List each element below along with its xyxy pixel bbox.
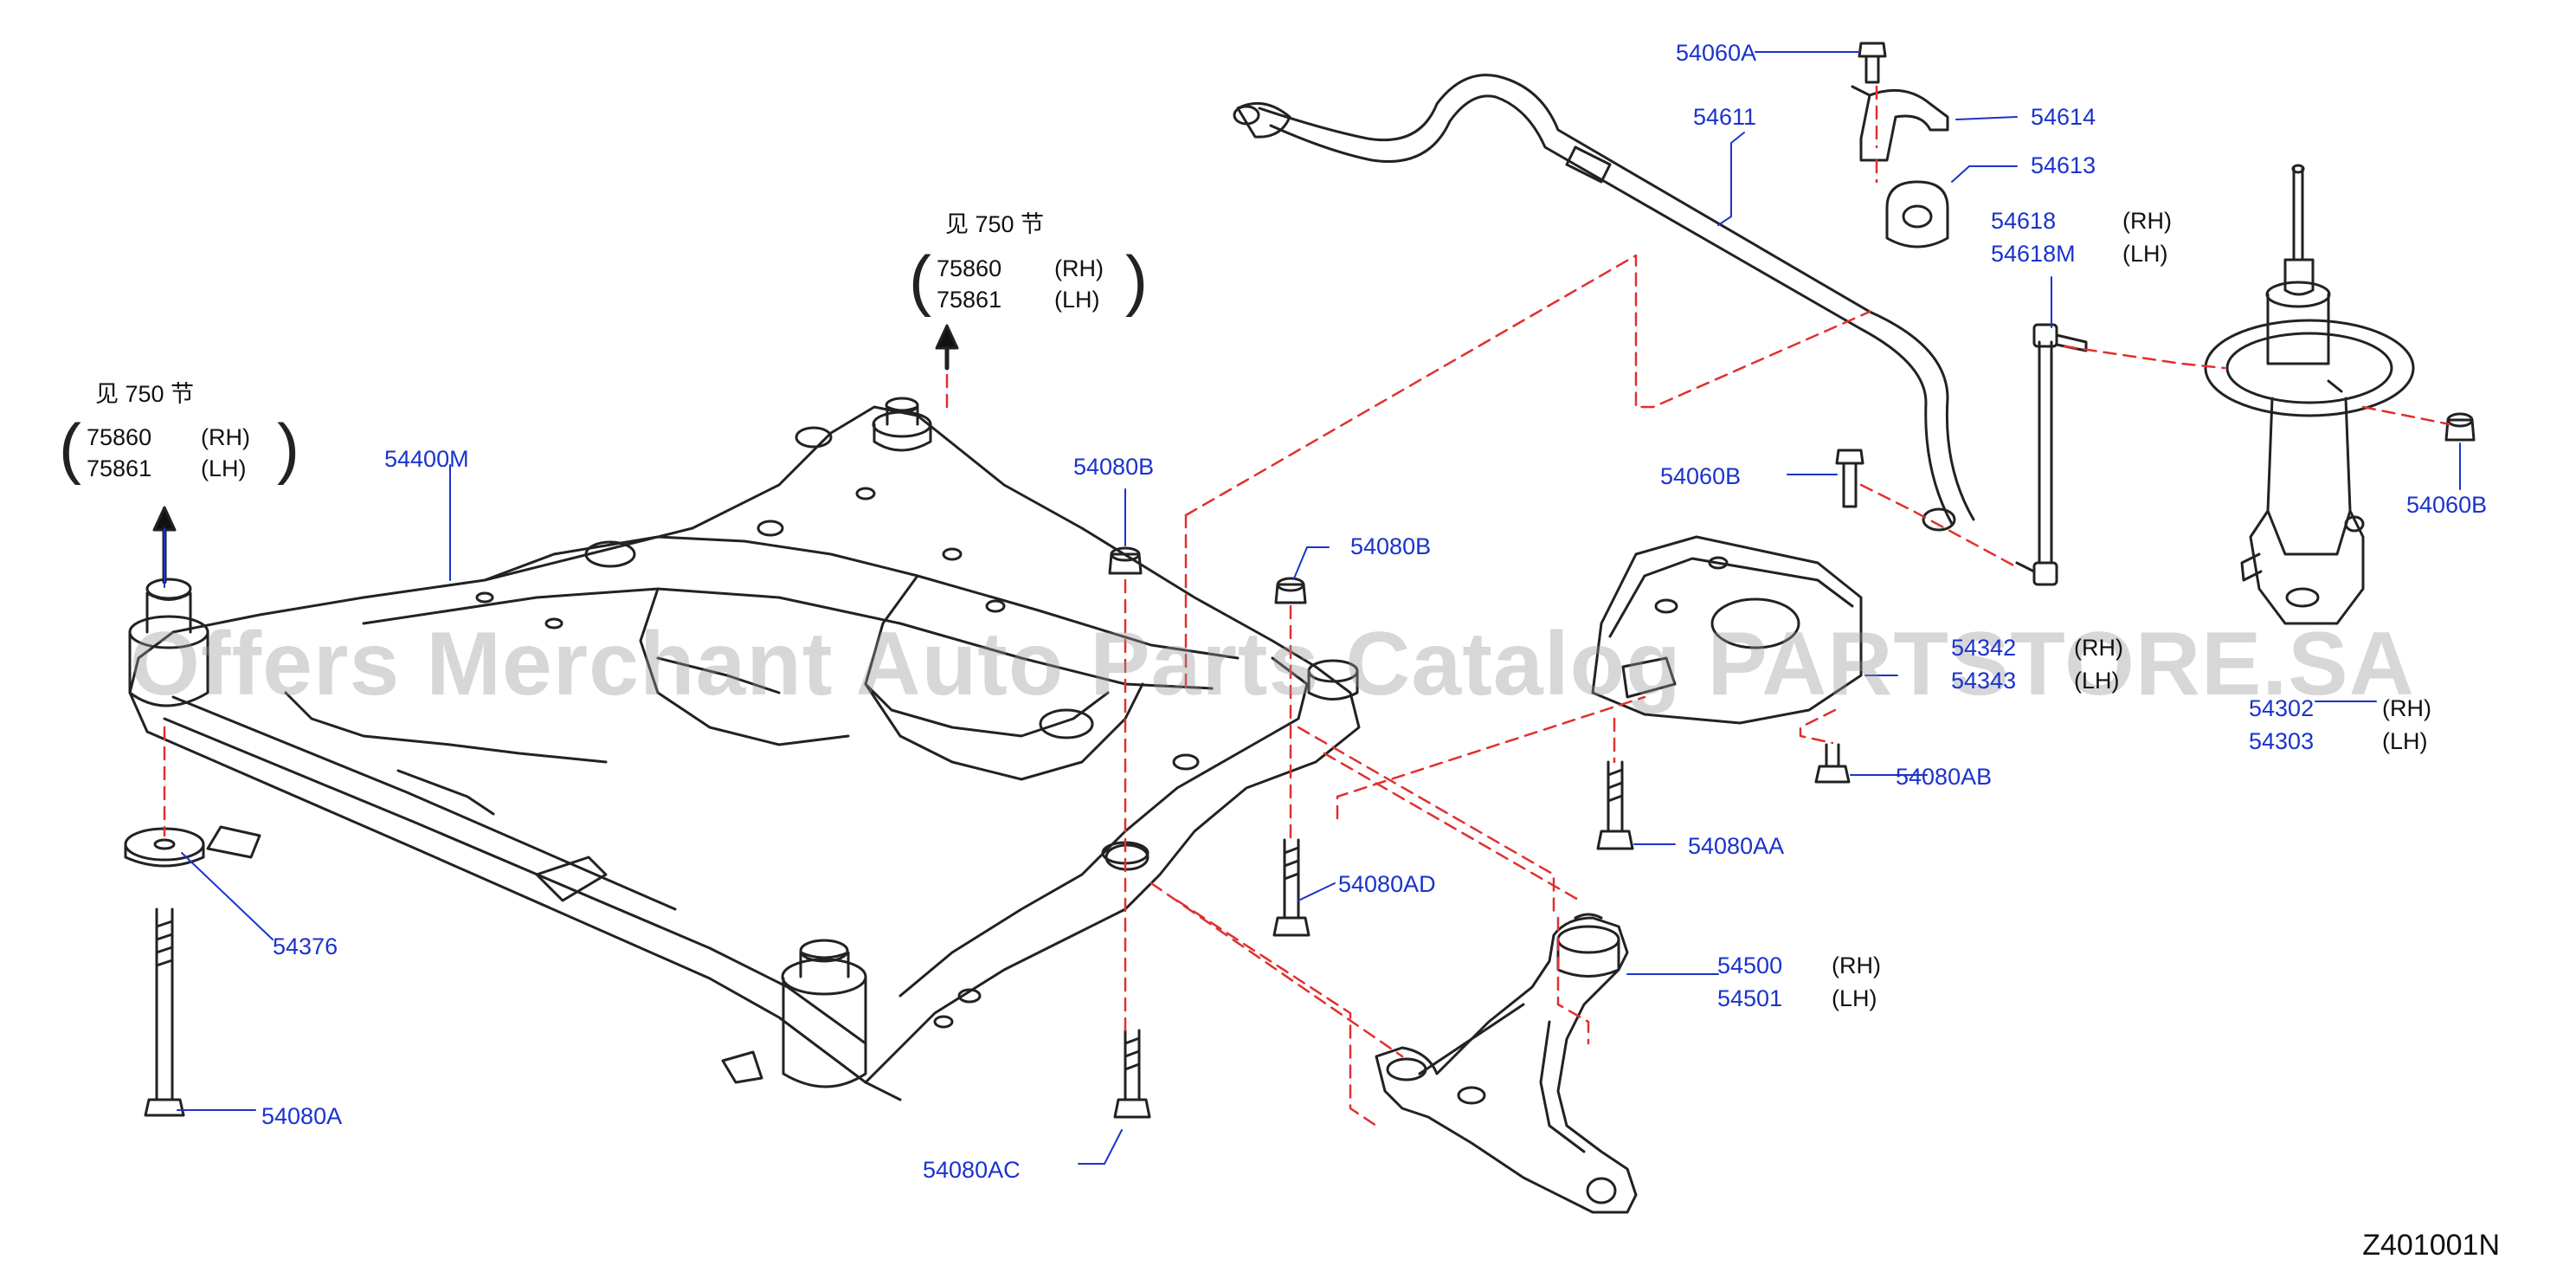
front-lower-mount — [781, 939, 867, 1088]
part-side-54342: (RH) — [2074, 635, 2123, 661]
top-see-section: 见 750 节 — [945, 211, 1045, 237]
leader-lines — [164, 51, 2461, 1165]
part-label-54302[interactable]: 54302 — [2249, 695, 2315, 721]
part-side-54303: (LH) — [2382, 728, 2428, 754]
transverse-link — [1375, 913, 1638, 1214]
rear-top-mount — [872, 397, 932, 452]
left-ref-side-lh: (LH) — [201, 455, 247, 481]
part-label-54611[interactable]: 54611 — [1693, 104, 1757, 130]
stabilizer-bar — [1233, 74, 1975, 532]
nut-54080B-b — [1274, 577, 1307, 604]
strut-assembly — [2204, 164, 2415, 625]
watermark-text: Offers Merchant Auto Parts Catalog PARTS… — [130, 614, 2415, 714]
part-label-54501[interactable]: 54501 — [1717, 985, 1783, 1011]
bolt-54060A — [1858, 42, 1887, 84]
part-label-54080AC[interactable]: 54080AC — [923, 1157, 1021, 1183]
stabilizer-bushing — [1885, 180, 1949, 249]
top-ref-side-rh: (RH) — [1054, 255, 1104, 281]
part-label-54060B-b[interactable]: 54060B — [2406, 492, 2488, 518]
left-ref-number-rh: 75860 — [87, 424, 152, 450]
top-ref-side-lh: (LH) — [1054, 287, 1100, 313]
part-label-54614[interactable]: 54614 — [2031, 104, 2096, 130]
top-ref-number-rh: 75860 — [937, 255, 1002, 281]
arrow-top-ref — [935, 324, 959, 371]
top-ref-number-lh: 75861 — [937, 287, 1002, 313]
bolt-54080AC — [1113, 1029, 1151, 1119]
part-label-54080B-b[interactable]: 54080B — [1350, 533, 1432, 559]
part-side-54302: (RH) — [2382, 695, 2431, 721]
part-label-54060B-a[interactable]: 54060B — [1660, 463, 1742, 489]
part-side-54618M: (LH) — [2122, 241, 2168, 267]
bolt-54080AD — [1272, 838, 1311, 937]
left-open-paren: ( — [59, 410, 81, 486]
part-label-54400M[interactable]: 54400M — [384, 446, 469, 472]
part-label-54080AD[interactable]: 54080AD — [1338, 871, 1436, 897]
nut-54060B-strut — [2444, 412, 2476, 442]
part-label-54618[interactable]: 54618 — [1991, 208, 2057, 234]
part-side-54500: (RH) — [1832, 952, 1881, 978]
part-side-54618: (RH) — [2122, 208, 2172, 234]
left-close-paren: ) — [277, 410, 299, 486]
top-open-paren: ( — [909, 242, 931, 318]
left-front-mount — [128, 578, 209, 707]
part-label-54060A[interactable]: 54060A — [1676, 40, 1757, 66]
part-label-54080B-a[interactable]: 54080B — [1073, 454, 1155, 480]
part-label-54613[interactable]: 54613 — [2031, 152, 2096, 178]
bolt-54080AB — [1814, 743, 1851, 784]
part-side-54501: (LH) — [1832, 985, 1877, 1011]
part-label-54342[interactable]: 54342 — [1951, 635, 2017, 661]
stabilizer-link — [2015, 323, 2088, 586]
part-label-54618M[interactable]: 54618M — [1991, 241, 2076, 267]
nut-54080B-a — [1108, 546, 1143, 575]
top-close-paren: ) — [1125, 242, 1148, 318]
part-label-54080AA[interactable]: 54080AA — [1688, 833, 1785, 859]
bolt-54060B-bar — [1835, 449, 1864, 508]
part-label-54343[interactable]: 54343 — [1951, 668, 2017, 694]
dashed-guides — [163, 85, 2451, 1127]
part-side-54343: (LH) — [2074, 668, 2120, 694]
left-see-section: 见 750 节 — [95, 381, 195, 407]
part-label-54303[interactable]: 54303 — [2249, 728, 2315, 754]
part-label-54080AB[interactable]: 54080AB — [1896, 764, 1993, 790]
bolt-54080AA — [1596, 760, 1634, 850]
front-suspension-member — [128, 405, 1361, 1101]
part-label-54500[interactable]: 54500 — [1717, 952, 1783, 978]
member-reinforcement — [1591, 535, 1863, 725]
stabilizer-clamp — [1851, 85, 1949, 162]
part-label-54080A[interactable]: 54080A — [261, 1103, 343, 1129]
bolt-54080A — [144, 907, 185, 1117]
left-ref-number-lh: 75861 — [87, 455, 152, 481]
left-ref-side-rh: (RH) — [201, 424, 250, 450]
diagram-code: Z401001N — [2362, 1229, 2500, 1262]
part-label-54376[interactable]: 54376 — [273, 933, 338, 959]
